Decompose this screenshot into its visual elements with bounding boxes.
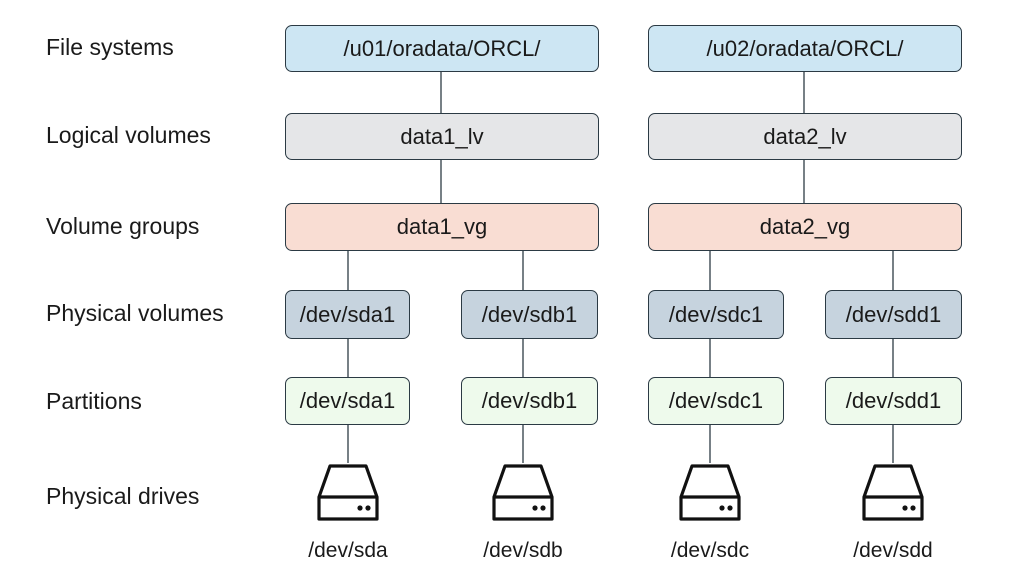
file-system-box: /u01/oradata/ORCL/ [285, 25, 599, 72]
hard-drive-icon [492, 464, 554, 521]
physical-volume-label: /dev/sdb1 [481, 301, 578, 327]
hard-drive-icon [679, 464, 741, 521]
partition-label: /dev/sda1 [299, 388, 396, 413]
partition-label: /dev/sdb1 [481, 388, 578, 413]
volume-group-label: data2_vg [759, 214, 851, 239]
partition-label: /dev/sdd1 [845, 388, 942, 413]
physical-volume-box: /dev/sdd1 [825, 290, 962, 339]
physical-volume-box: /dev/sdc1 [648, 290, 784, 339]
partition-box: /dev/sdc1 [648, 377, 784, 425]
row-label-file-systems: File systems [46, 34, 174, 60]
drive-label: /dev/sdd [853, 539, 933, 562]
row-label-partitions: Partitions [46, 388, 142, 414]
row-label-physical-volumes: Physical volumes [46, 300, 224, 326]
physical-volume-box: /dev/sdb1 [461, 290, 598, 339]
file-system-label: /u02/oradata/ORCL/ [706, 35, 904, 61]
file-system-label: /u01/oradata/ORCL/ [343, 35, 541, 61]
logical-volume-box: data2_lv [648, 113, 962, 160]
row-label-physical-drives: Physical drives [46, 483, 200, 509]
row-label-logical-volumes: Logical volumes [46, 122, 211, 148]
logical-volume-label: data2_lv [763, 123, 847, 149]
row-label-volume-groups: Volume groups [46, 213, 200, 239]
hard-drive-icon [862, 464, 924, 521]
volume-group-label: data1_vg [396, 214, 488, 239]
partition-box: /dev/sdb1 [461, 377, 598, 425]
partition-label: /dev/sdc1 [668, 388, 764, 413]
file-system-box: /u02/oradata/ORCL/ [648, 25, 962, 72]
volume-group-box: data1_vg [285, 203, 599, 251]
drive-label: /dev/sda [308, 539, 388, 562]
physical-volume-box: /dev/sda1 [285, 290, 410, 339]
physical-volume-label: /dev/sdd1 [845, 301, 942, 327]
partition-box: /dev/sda1 [285, 377, 410, 425]
logical-volume-box: data1_lv [285, 113, 599, 160]
physical-volume-label: /dev/sda1 [299, 301, 396, 327]
partition-box: /dev/sdd1 [825, 377, 962, 425]
volume-group-box: data2_vg [648, 203, 962, 251]
logical-volume-label: data1_lv [400, 123, 484, 149]
physical-volume-label: /dev/sdc1 [668, 301, 764, 327]
drive-label: /dev/sdb [483, 539, 563, 562]
drive-label: /dev/sdc [670, 539, 750, 562]
hard-drive-icon [317, 464, 379, 521]
